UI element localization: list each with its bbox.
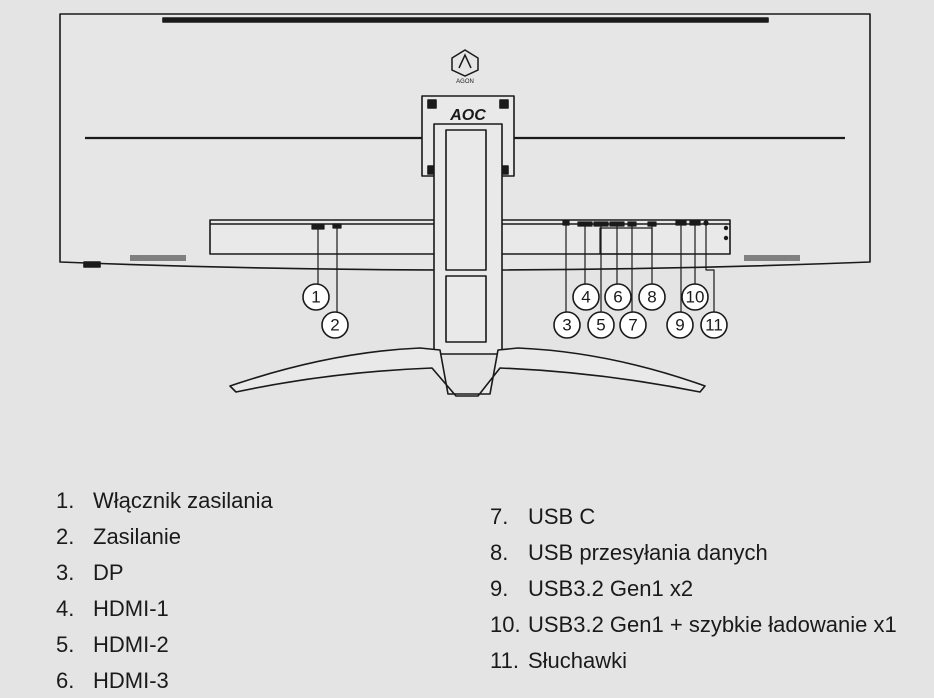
callout-4: 4 <box>572 283 600 311</box>
legend-item: 9.USB3.2 Gen1 x2 <box>490 576 694 601</box>
stand-neck <box>433 123 503 355</box>
legend-item: 7.USB C <box>490 504 596 529</box>
callout-9: 9 <box>666 311 694 339</box>
svg-text:5: 5 <box>596 316 605 335</box>
svg-text:3: 3 <box>562 316 571 335</box>
legend-item: 3.DP <box>56 560 124 585</box>
legend-item: 6.HDMI-3 <box>56 668 169 693</box>
agon-logo-text: AGON <box>456 79 474 85</box>
aoc-logo: AOC <box>449 107 486 124</box>
ports <box>311 220 729 255</box>
legend-item: 2.Zasilanie <box>56 524 182 549</box>
svg-text:10: 10 <box>686 288 705 307</box>
right-vent <box>744 255 800 261</box>
svg-text:4: 4 <box>581 288 590 307</box>
svg-text:11: 11 <box>705 316 723 335</box>
svg-text:8: 8 <box>647 288 656 307</box>
callout-1: 1 <box>302 283 330 311</box>
left-vent <box>130 255 186 261</box>
legend-item: 11.Słuchawki <box>490 648 628 673</box>
legend-item: 4.HDMI-1 <box>56 596 169 621</box>
callout-8: 8 <box>638 283 666 311</box>
legend-item: 8.USB przesyłania danych <box>490 540 768 565</box>
callout-3: 3 <box>553 311 581 339</box>
monitor-rear-diagram: AGON AOC 1 2 3 4 5 6 7 8 9 10 11 <box>59 13 871 397</box>
svg-text:2: 2 <box>330 316 339 335</box>
svg-text:6: 6 <box>613 288 622 307</box>
legend-item: 5.HDMI-2 <box>56 632 169 657</box>
agon-logo: AGON <box>451 49 479 85</box>
svg-text:7: 7 <box>628 316 637 335</box>
svg-text:9: 9 <box>675 316 684 335</box>
svg-text:1: 1 <box>311 288 320 307</box>
callout-11: 11 <box>700 311 728 339</box>
callout-2: 2 <box>321 311 349 339</box>
leader-lines <box>317 225 715 312</box>
legend-item: 10.USB3.2 Gen1 + szybkie ładowanie x1 <box>490 612 897 637</box>
stand-base <box>229 347 706 397</box>
callout-7: 7 <box>619 311 647 339</box>
top-light-bar <box>162 17 769 23</box>
callout-5: 5 <box>587 311 615 339</box>
callout-6: 6 <box>604 283 632 311</box>
monitor-foot-left <box>83 261 101 268</box>
legend-item: 1.Włącznik zasilania <box>56 488 273 513</box>
callout-10: 10 <box>681 283 709 311</box>
